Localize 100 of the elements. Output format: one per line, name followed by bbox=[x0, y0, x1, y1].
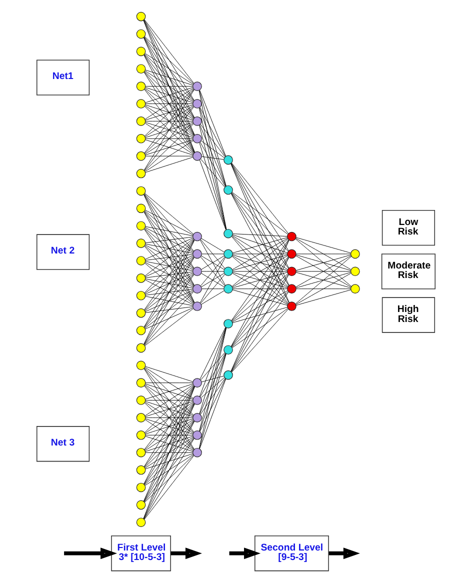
connector bbox=[295, 238, 352, 287]
connector bbox=[144, 386, 194, 467]
arrow bbox=[64, 548, 118, 560]
connector bbox=[201, 238, 224, 252]
connector bbox=[199, 354, 226, 432]
connector bbox=[144, 19, 194, 84]
connector bbox=[144, 239, 194, 294]
connector bbox=[200, 158, 226, 188]
connector bbox=[145, 227, 194, 253]
arrow bbox=[170, 548, 202, 560]
connector bbox=[145, 104, 194, 120]
node-circle bbox=[136, 64, 146, 74]
connector bbox=[144, 54, 194, 136]
node-circle bbox=[136, 308, 146, 318]
node-circle bbox=[224, 228, 233, 238]
connector bbox=[144, 88, 194, 136]
connector bbox=[199, 328, 226, 432]
connector bbox=[145, 434, 193, 436]
node-circle bbox=[192, 378, 202, 388]
connector bbox=[144, 290, 194, 328]
node-circle bbox=[136, 99, 146, 108]
connector bbox=[144, 257, 194, 345]
connector bbox=[144, 72, 194, 154]
connector bbox=[202, 156, 224, 160]
connector bbox=[232, 308, 288, 348]
node-circle bbox=[224, 284, 233, 294]
connector bbox=[145, 244, 194, 270]
connector bbox=[144, 403, 194, 484]
connector bbox=[144, 438, 194, 520]
node-circle bbox=[136, 82, 146, 91]
connector bbox=[201, 273, 224, 288]
connector bbox=[199, 327, 226, 397]
connector bbox=[145, 210, 194, 236]
node-circle bbox=[192, 266, 202, 276]
node-circle bbox=[136, 134, 146, 144]
connector bbox=[296, 273, 352, 305]
connector bbox=[232, 256, 288, 288]
connector bbox=[144, 438, 194, 486]
node-circle bbox=[287, 284, 296, 294]
node-box: Second Level [9-5-3] bbox=[254, 536, 329, 572]
connector bbox=[144, 368, 194, 432]
node-circle bbox=[192, 284, 202, 294]
connector bbox=[231, 192, 289, 269]
connector bbox=[144, 194, 194, 252]
connector bbox=[295, 256, 352, 304]
connector bbox=[200, 327, 226, 380]
connector bbox=[232, 290, 288, 306]
connector bbox=[145, 454, 194, 486]
connector bbox=[145, 402, 194, 434]
connector bbox=[200, 353, 226, 414]
connector bbox=[145, 88, 194, 120]
connector bbox=[144, 368, 194, 450]
connector bbox=[231, 162, 289, 234]
node-circle bbox=[192, 232, 202, 242]
connector bbox=[145, 384, 194, 416]
connector bbox=[232, 288, 288, 290]
connector bbox=[199, 124, 226, 230]
connector bbox=[145, 436, 194, 468]
connector bbox=[144, 246, 194, 304]
node-circle bbox=[192, 116, 202, 126]
connector bbox=[145, 138, 193, 139]
connector bbox=[202, 376, 224, 382]
node-circle bbox=[136, 360, 146, 370]
node-circle bbox=[136, 12, 146, 22]
connector bbox=[144, 228, 194, 286]
connector bbox=[145, 289, 193, 296]
connector bbox=[144, 385, 194, 433]
connector bbox=[232, 256, 288, 304]
connector bbox=[200, 378, 226, 415]
node-box: Low Risk bbox=[382, 210, 436, 246]
node-circle bbox=[192, 99, 202, 108]
connector bbox=[144, 228, 194, 270]
arrow bbox=[229, 548, 261, 560]
connector bbox=[145, 272, 193, 278]
connector bbox=[232, 290, 288, 322]
connector bbox=[145, 272, 194, 294]
connector bbox=[201, 256, 224, 270]
connector bbox=[144, 54, 195, 153]
node-circle bbox=[136, 204, 146, 214]
connector bbox=[201, 290, 224, 305]
node-circle bbox=[224, 266, 233, 276]
connector bbox=[200, 353, 226, 398]
connector bbox=[198, 327, 227, 449]
connector bbox=[144, 89, 194, 154]
node-circle bbox=[136, 186, 146, 196]
connector bbox=[145, 417, 193, 418]
connector bbox=[230, 240, 290, 347]
connector bbox=[200, 378, 226, 432]
node-circle bbox=[287, 266, 296, 276]
connector bbox=[144, 54, 194, 118]
connector bbox=[145, 367, 194, 398]
connector bbox=[144, 212, 194, 303]
node-circle bbox=[136, 274, 146, 283]
connector bbox=[145, 306, 193, 313]
connector bbox=[144, 37, 194, 118]
node-circle bbox=[350, 249, 360, 259]
node-circle bbox=[136, 343, 146, 353]
connector bbox=[145, 140, 194, 172]
node-circle bbox=[224, 249, 233, 259]
connector bbox=[232, 272, 288, 288]
